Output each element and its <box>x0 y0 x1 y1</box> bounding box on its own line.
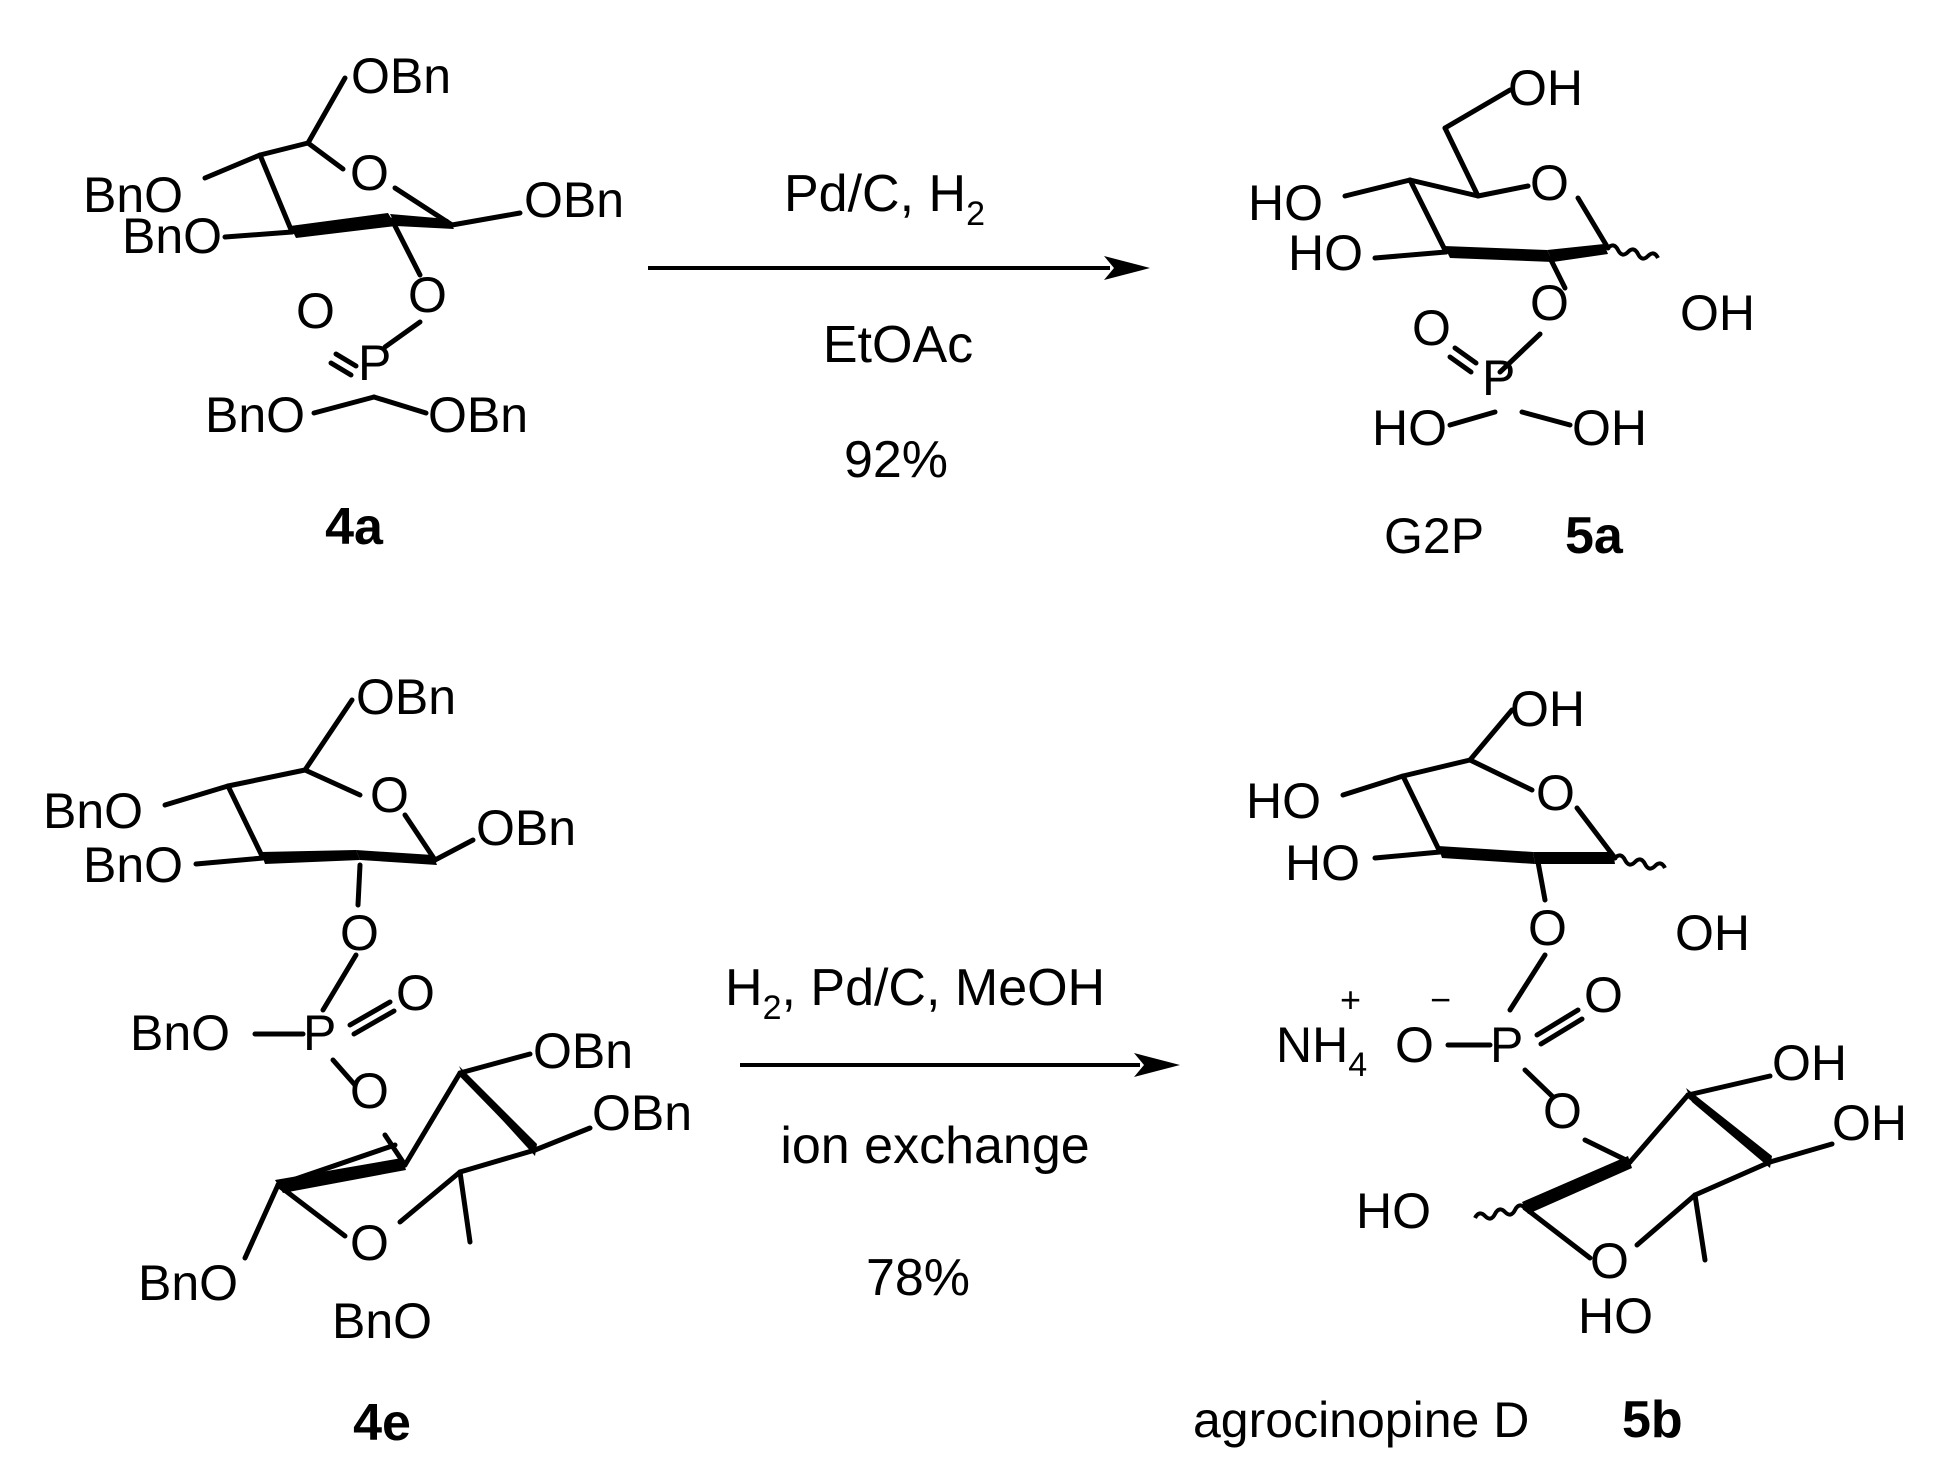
charge-plus: + <box>1340 979 1361 1020</box>
atom-label: OH <box>1680 285 1755 341</box>
atom-label: BnO <box>130 1005 230 1061</box>
atom-label: OH <box>1832 1095 1907 1151</box>
compound-id-4e: 4e <box>353 1394 411 1452</box>
reaction-arrow-2 <box>740 1053 1180 1077</box>
atom-label: BnO <box>83 837 183 893</box>
atom-label: OH <box>1510 681 1585 737</box>
atom-label: O <box>396 965 435 1021</box>
atom-label: O <box>1536 765 1575 821</box>
atom-label: OBn <box>351 48 451 104</box>
condition-reagent-2: H2, Pd/C, MeOH <box>725 959 1105 1027</box>
atom-label: HO <box>1285 835 1360 891</box>
atom-label: O <box>350 1063 389 1119</box>
compound-5b: OH HO O HO OH O NH4 + O − P O O OH OH HO… <box>1246 681 1907 1344</box>
atom-label: HO <box>1578 1288 1653 1344</box>
atom-label: O <box>1590 1233 1629 1289</box>
atom-label: OH <box>1675 905 1750 961</box>
atom-label: P <box>358 335 391 391</box>
atom-label: O <box>408 267 447 323</box>
atom-label: BnO <box>122 208 222 264</box>
atom-label: OBn <box>524 172 624 228</box>
atom-label: OH <box>1772 1035 1847 1091</box>
compound-4a: OBn BnO O OBn BnO O O P BnO OBn <box>83 48 624 443</box>
atom-label: BnO <box>138 1255 238 1311</box>
reaction-arrow-1 <box>648 256 1150 280</box>
atom-label: O <box>1528 900 1567 956</box>
atom-label: O <box>1584 967 1623 1023</box>
compound-4e: OBn BnO O OBn BnO O BnO P O O OBn OBn O … <box>43 669 692 1349</box>
atom-label: BnO <box>83 167 183 223</box>
atom-label: OBn <box>356 669 456 725</box>
atom-label: OBn <box>592 1085 692 1141</box>
atom-label: HO <box>1288 225 1363 281</box>
atom-label: O <box>1395 1017 1434 1073</box>
atom-label: P <box>303 1005 336 1061</box>
atom-label: HO <box>1246 773 1321 829</box>
condition-solvent-1: EtOAc <box>823 316 973 374</box>
atom-label: O <box>350 1215 389 1271</box>
atom-label: O <box>1412 300 1451 356</box>
atom-label: BnO <box>332 1293 432 1349</box>
reaction-yield-1: 92% <box>844 431 948 489</box>
atom-label: O <box>1530 275 1569 331</box>
atom-label: OH <box>1572 400 1647 456</box>
atom-label: O <box>370 767 409 823</box>
atom-label: NH4 <box>1276 1017 1367 1084</box>
compound-5a: OH HO O HO O OH O P HO OH <box>1248 60 1755 456</box>
compound-name-g2p: G2P <box>1384 508 1484 564</box>
atom-label: HO <box>1372 400 1447 456</box>
atom-label: OBn <box>476 800 576 856</box>
compound-id-5a: 5a <box>1565 507 1624 565</box>
compound-id-5b: 5b <box>1622 1391 1683 1449</box>
atom-label: BnO <box>43 783 143 839</box>
atom-label: HO <box>1356 1183 1431 1239</box>
atom-label: O <box>340 905 379 961</box>
atom-label: O <box>1530 155 1569 211</box>
atom-label: OBn <box>533 1023 633 1079</box>
compound-name-agrocinopine-d: agrocinopine D <box>1193 1392 1529 1448</box>
compound-id-4a: 4a <box>325 498 384 556</box>
reaction-yield-2: 78% <box>866 1249 970 1307</box>
atom-label: P <box>1482 350 1515 406</box>
atom-label: OH <box>1508 60 1583 116</box>
condition-workup-2: ion exchange <box>780 1117 1089 1175</box>
atom-label: HO <box>1248 175 1323 231</box>
atom-label: OBn <box>428 387 528 443</box>
atom-label: O <box>350 145 389 201</box>
atom-label: O <box>1543 1083 1582 1139</box>
charge-minus: − <box>1430 979 1451 1020</box>
atom-label: P <box>1490 1017 1523 1073</box>
atom-label: O <box>296 283 335 339</box>
condition-reagent-1: Pd/C, H2 <box>784 165 985 233</box>
atom-label: BnO <box>205 387 305 443</box>
